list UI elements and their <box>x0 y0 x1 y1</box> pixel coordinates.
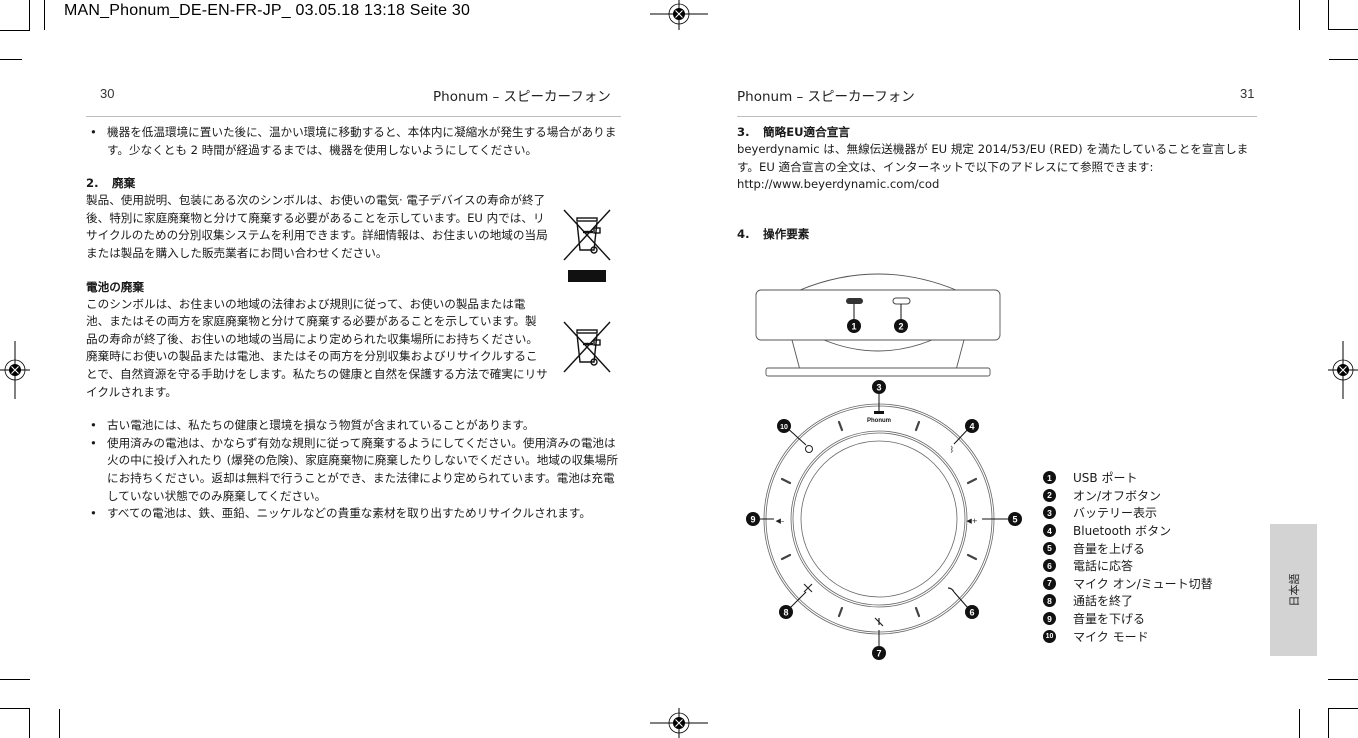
header-rule <box>737 116 1257 117</box>
weee-bin-bar-icon <box>563 209 611 282</box>
section-3-heading: 3.簡略EU適合宣言 <box>737 125 850 139</box>
battery-body: このシンボルは、お住まいの地域の法律および規則に従って、お使いの製品または電池、… <box>86 296 548 399</box>
battery-heading: 電池の廃棄 <box>86 279 144 294</box>
svg-text:7: 7 <box>876 649 881 659</box>
running-head-left: Phonum – スピーカーフォン <box>433 89 611 105</box>
crop-mark <box>1328 708 1358 709</box>
crop-mark <box>59 709 60 738</box>
crop-mark <box>1328 708 1329 738</box>
crop-mark <box>1299 709 1300 738</box>
svg-text:6: 6 <box>969 608 974 618</box>
page-number-left: 30 <box>100 86 115 101</box>
crop-mark <box>1299 0 1300 30</box>
svg-text:◀–: ◀– <box>776 517 785 525</box>
svg-text:4: 4 <box>969 422 974 432</box>
right-page-content: 3.簡略EU適合宣言 beyerdynamic は、無線伝送機器が EU 規定 … <box>737 124 1262 243</box>
svg-text:◀+: ◀+ <box>966 517 977 525</box>
svg-text:8: 8 <box>783 608 788 618</box>
running-head-right: Phonum – スピーカーフォン <box>737 89 915 105</box>
registration-mark-icon <box>0 341 30 399</box>
page-number-right: 31 <box>1240 86 1255 101</box>
crop-mark <box>0 708 30 709</box>
svg-text:9: 9 <box>750 515 755 525</box>
list-item: すべての電池は、鉄、亜鉛、ニッケルなどの貴重な素材を取り出すためリサイクルされま… <box>86 505 622 523</box>
list-item: 古い電池には、私たちの健康と環境を損なう物質が含まれていることがあります。 <box>86 417 622 435</box>
device-brand-label: Phonum <box>867 418 891 424</box>
language-tab: 日本語 <box>1270 524 1317 656</box>
list-item: 機器を低温環境に置いた後に、温かい環境に移動すると、本体内に凝縮水が発生する場合… <box>86 124 622 159</box>
section-3-body: beyerdynamic は、無線伝送機器が EU 規定 2014/53/EU … <box>737 142 1249 174</box>
crop-mark <box>1328 679 1358 680</box>
svg-text:3: 3 <box>876 383 881 393</box>
svg-text:5: 5 <box>1012 515 1017 525</box>
svg-text:2: 2 <box>898 322 903 332</box>
section-4-heading: 4.操作要素 <box>737 226 810 241</box>
svg-text:10: 10 <box>780 424 788 431</box>
crop-mark <box>1329 59 1358 60</box>
crop-mark <box>1328 0 1329 30</box>
device-side-view-illustration: 1 2 <box>755 273 1001 377</box>
section-2-heading: 2.廃棄 <box>86 176 136 191</box>
registration-mark-icon <box>650 708 708 738</box>
battery-bullets: 古い電池には、私たちの健康と環境を損なう物質が含まれていることがあります。 使用… <box>86 417 622 523</box>
header-rule <box>86 116 621 117</box>
list-item: 使用済みの電池は、かならず有効な規則に従って廃棄するようにしてください。使用済み… <box>86 435 622 505</box>
declaration-url-link[interactable]: http://www.beyerdynamic.com/cod <box>737 177 940 192</box>
left-page-content: 機器を低温環境に置いた後に、温かい環境に移動すると、本体内に凝縮水が発生する場合… <box>86 124 622 523</box>
crop-mark <box>0 59 22 60</box>
registration-mark-icon <box>1328 341 1358 399</box>
registration-mark-icon <box>650 0 708 30</box>
device-top-view-illustration: Phonum ᛒ ◀+ ◀– 3 10 4 9 5 8 6 7 <box>746 380 1022 660</box>
crop-mark <box>0 30 30 31</box>
svg-text:ᛒ: ᛒ <box>950 445 955 454</box>
weee-bin-icon <box>563 321 611 373</box>
language-tab-label: 日本語 <box>1287 573 1301 607</box>
crop-mark <box>29 708 30 738</box>
svg-text:1: 1 <box>851 322 856 332</box>
section-2-body: 製品、使用説明、包装にある次のシンボルは、お使いの電気· 電子デバイスの寿命が終… <box>86 193 548 260</box>
intro-bullets: 機器を低温環境に置いた後に、温かい環境に移動すると、本体内に凝縮水が発生する場合… <box>86 124 622 159</box>
crop-mark <box>1328 29 1358 30</box>
crop-mark <box>0 679 30 680</box>
print-slug: MAN_Phonum_DE-EN-FR-JP_ 03.05.18 13:18 S… <box>64 2 471 19</box>
crop-mark <box>44 0 45 30</box>
crop-mark <box>29 0 30 30</box>
